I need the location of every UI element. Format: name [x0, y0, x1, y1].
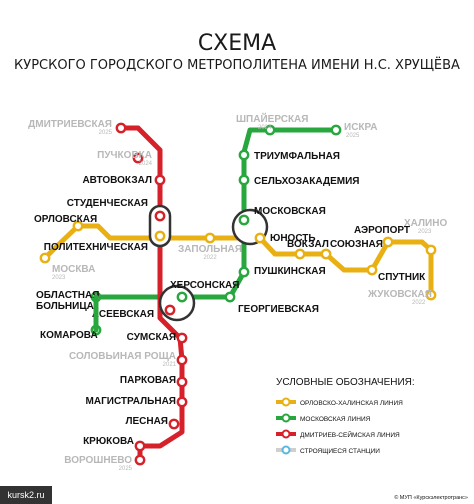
station-year-zapolnaya: 2022: [203, 255, 217, 261]
copyright: © МУП «Курскэлектротранс»: [394, 494, 468, 501]
station-zhukovskaya: [425, 289, 437, 301]
station-khersonskaya: [176, 291, 188, 303]
station-label-khersonskaya: ХЕРСОНСКАЯ: [170, 280, 239, 291]
station-label-yunost: ЮНОСТЬ: [270, 233, 316, 244]
legend-station-red: [281, 429, 291, 439]
station-avtovokzal: [154, 174, 166, 186]
legend-item-future: СТРОЯЩИЕСЯ СТАНЦИИ: [300, 448, 380, 455]
yellow-line: [52, 223, 425, 273]
station-label-sputnik: СПУТНИК: [378, 272, 426, 283]
station-year-shpayerskaya: 2024: [258, 125, 272, 131]
station-dmitrievskaya: [115, 122, 127, 134]
website-label: kursk2.ru: [7, 490, 44, 500]
station-aeroport: [382, 236, 394, 248]
station-iskra: [330, 124, 342, 136]
station-year-voroshnevo: 2025: [119, 466, 133, 472]
station-triumfalnaya: [238, 149, 250, 161]
station-label-moskovskaya: МОСКОВСКАЯ: [254, 206, 326, 217]
station-magistralnaya: [176, 396, 188, 408]
interchange-khersonskaya-aseevskaya: [158, 284, 196, 322]
green-line: [93, 127, 273, 300]
station-label-georgievskaya: ГЕОРГИЕВСКАЯ: [238, 304, 319, 315]
station-label-politekhnicheskaya: ПОЛИТЕХНИЧЕСКАЯ: [44, 242, 148, 253]
station-yunost: [254, 232, 266, 244]
station-label-moskva: МОСКВА: [52, 264, 95, 275]
station-label-zapolnaya: ЗАПОЛЬНАЯ: [178, 244, 242, 255]
legend-item-yellow: ОРЛОВСКО-ХАЛИНСКАЯ ЛИНИЯ: [300, 400, 403, 407]
station-parkovaya: [176, 376, 188, 388]
legend-title: УСЛОВНЫЕ ОБОЗНАЧЕНИЯ:: [276, 377, 415, 388]
station-label-shpayerskaya: ШПАЙЕРСКАЯ: [236, 112, 308, 125]
station-puchkovka: [132, 152, 144, 164]
station-label-magistralnaya: МАГИСТРАЛЬНАЯ: [86, 396, 176, 407]
station-selkhozakademiya: [238, 174, 250, 186]
legend-item-green: МОСКОВСКАЯ ЛИНИЯ: [300, 416, 371, 423]
legend-station-yellow: [281, 397, 291, 407]
station-label-studencheskaya: СТУДЕНЧЕСКАЯ: [67, 198, 148, 209]
station-label-oblastnaya-bolnitsa-2: БОЛЬНИЦА: [36, 301, 94, 312]
station-sumskaya: [176, 332, 188, 344]
station-pushkinskaya: [238, 266, 250, 278]
station-label-iskra: ИСКРА: [344, 122, 378, 133]
station-year-solovinaya-roshcha: 2021: [163, 362, 177, 368]
station-label-aeroport: АЭРОПОРТ: [354, 225, 410, 236]
station-year-dmitrievskaya: 2025: [99, 130, 113, 136]
station-moskva: [39, 252, 51, 264]
station-label-khalino: ХАЛИНО: [404, 218, 447, 229]
station-label-triumfalnaya: ТРИУМФАЛЬНАЯ: [254, 151, 340, 162]
station-year-khalino: 2023: [418, 229, 432, 235]
station-label-sumskaya: СУМСКАЯ: [127, 332, 176, 343]
station-label-zhukovskaya: ЖУКОВСКАЯ: [367, 289, 432, 300]
station-shpayerskaya: [264, 124, 276, 136]
station-sputnik: [366, 264, 378, 276]
station-label-puchkovka: ПУЧКОВКА: [97, 150, 152, 161]
station-year-moskva: 2023: [52, 275, 66, 281]
map-subtitle: КУРСКОГО ГОРОДСКОГО МЕТРОПОЛИТЕНА ИМЕНИ …: [14, 57, 460, 73]
station-moskovskaya: [238, 214, 250, 226]
station-label-vokzal: ВОКЗАЛ: [287, 239, 329, 250]
station-label-voroshnevo: ВОРОШНЕВО: [64, 455, 132, 466]
station-politekhnicheskaya: [154, 230, 166, 242]
station-label-orlovskaya: ОРЛОВСКАЯ: [34, 214, 97, 225]
station-year-zhukovskaya: 2022: [412, 300, 426, 306]
station-khalino: [425, 244, 437, 256]
station-label-lesnaya: ЛЕСНАЯ: [125, 416, 168, 427]
legend-item-red: ДМИТРИЕВ-СЕЙМСКАЯ ЛИНИЯ: [300, 430, 400, 439]
station-label-kryukova: КРЮКОВА: [83, 436, 134, 447]
station-georgievskaya: [224, 291, 236, 303]
station-year-iskra: 2025: [346, 133, 360, 139]
station-label-parkovaya: ПАРКОВАЯ: [120, 375, 176, 386]
station-label-dmitrievskaya: ДМИТРИЕВСКАЯ: [28, 119, 112, 130]
station-lesnaya: [168, 418, 180, 430]
map-title: СХЕМА: [198, 31, 276, 56]
station-kryukova: [134, 440, 146, 452]
station-markers: [39, 122, 437, 466]
station-voroshnevo: [134, 454, 146, 466]
station-orlovskaya: [72, 220, 84, 232]
station-label-pushkinskaya: ПУШКИНСКАЯ: [254, 266, 326, 277]
legend: УСЛОВНЫЕ ОБОЗНАЧЕНИЯ: ОРЛОВСКО-ХАЛИНСКАЯ…: [276, 377, 415, 455]
station-label-oblastnaya-bolnitsa-1: ОБЛАСТНАЯ: [36, 290, 99, 301]
station-studencheskaya: [154, 210, 166, 222]
station-label-avtovokzal: АВТОВОКЗАЛ: [82, 175, 152, 186]
legend-station-green: [281, 413, 291, 423]
website-badge: [0, 486, 52, 504]
station-label-aseevskaya: АСЕЕВСКАЯ: [92, 309, 154, 320]
station-label-soyuznaya: СОЮЗНАЯ: [330, 239, 383, 250]
station-label-solovinaya-roshcha: СОЛОВЬИНАЯ РОЩА: [69, 351, 176, 362]
legend-station-future: [281, 445, 291, 455]
station-soyuznaya: [320, 248, 332, 260]
station-year-puchkovka: 2024: [139, 161, 153, 167]
station-label-selkhozakademiya: СЕЛЬХОЗАКАДЕМИЯ: [254, 176, 359, 187]
station-aseevskaya: [164, 304, 176, 316]
station-zapolnaya: [204, 232, 216, 244]
station-solovinaya-roshcha: [176, 354, 188, 366]
station-vokzal: [294, 248, 306, 260]
station-label-komarova: КОМАРОВА: [40, 330, 98, 341]
